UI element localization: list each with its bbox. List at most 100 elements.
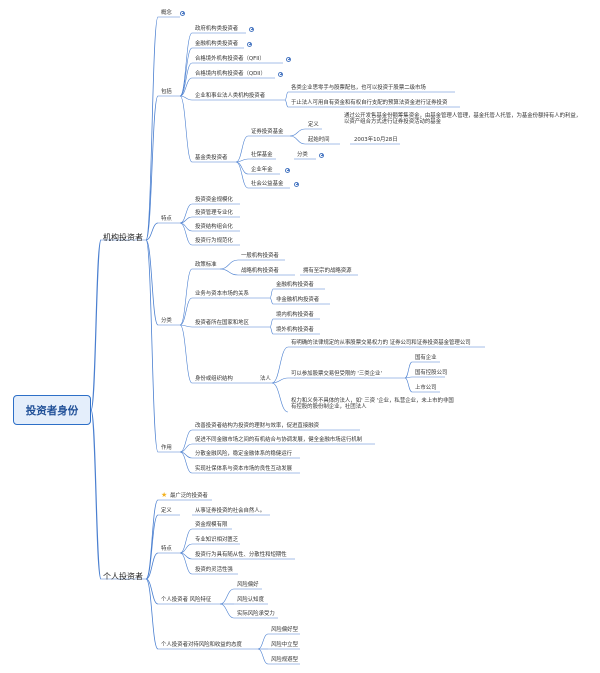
expand-icon[interactable] <box>247 41 252 47</box>
connector <box>257 633 269 650</box>
role-node[interactable]: 作用 <box>161 445 172 451</box>
connector <box>289 135 306 145</box>
connector <box>145 16 159 241</box>
individual-definition-node[interactable]: 定义 <box>161 508 172 514</box>
expand-icon[interactable] <box>278 71 283 77</box>
concept-node[interactable]: 概念 <box>161 10 172 16</box>
connector <box>269 326 274 335</box>
connector <box>219 259 239 270</box>
expand-icon[interactable] <box>285 167 290 173</box>
connector <box>145 239 159 453</box>
connector <box>284 99 289 108</box>
includes-item[interactable]: 金融机构类投资者 <box>195 41 239 47</box>
region-node[interactable]: 投资者所在国家和地区 <box>195 320 249 326</box>
social-security-class: 分类 <box>297 152 308 158</box>
connector <box>179 216 193 224</box>
individual-features-node[interactable]: 特点 <box>161 546 172 552</box>
enterprise-investor-node[interactable]: 企业和事业法人类机构投资者 <box>195 93 266 99</box>
expand-icon[interactable] <box>180 10 185 16</box>
connector <box>179 47 193 97</box>
policy-standard-node[interactable]: 政策标准 <box>195 262 217 268</box>
expand-icon[interactable] <box>319 152 324 158</box>
includes-node[interactable]: 包括 <box>161 89 172 95</box>
attitude-item: 风险偏好型 <box>271 627 298 633</box>
individual-investor-node[interactable]: 个人投资者 <box>103 572 143 581</box>
enterprise-note: 各类企业思零手与股票配包，也可以投资于股票二级市场 <box>291 85 426 91</box>
expand-icon[interactable] <box>286 56 291 62</box>
broadest-investor-node[interactable]: 最广泛的投资者 <box>170 493 208 499</box>
start-time-value: 2003年10月28日 <box>354 137 398 143</box>
expand-icon[interactable] <box>294 181 299 187</box>
attitude-item: 风险中立型 <box>271 642 298 648</box>
includes-item[interactable]: 政府机构类投资者 <box>195 26 239 32</box>
enterprise-annuity-node[interactable]: 企业年金 <box>251 167 273 173</box>
root-node[interactable]: 投资者身份 <box>13 395 91 425</box>
connector <box>269 297 274 305</box>
connector <box>145 95 159 241</box>
securities-fund-node[interactable]: 证券投资基金 <box>251 129 284 135</box>
role-item: 实现社保体系与资本市场的良性互动发展 <box>195 466 293 472</box>
org-structure-node[interactable]: 身份或组织结构 <box>195 376 233 382</box>
connector <box>179 297 193 326</box>
three-enterprises-node[interactable]: 可以参加股票交易但受限的 '三类企业' <box>291 371 382 377</box>
includes-item[interactable]: 合格境内机构投资者（QDII） <box>195 71 266 77</box>
connector <box>145 239 159 326</box>
features-node[interactable]: 特点 <box>161 216 172 222</box>
relation-item: 非金融机构投资者 <box>276 297 320 303</box>
restricted-legal-persons: 权力和义务不具体的法人，如' 三资 '企业，私营企业，未上市的非国有控股的股份制… <box>291 398 454 410</box>
connector <box>179 203 193 224</box>
connector <box>235 161 249 189</box>
connector <box>269 288 274 299</box>
definition-label: 定义 <box>308 122 319 128</box>
expand-icon[interactable] <box>249 26 254 32</box>
feature-item: 投资资金规模化 <box>195 197 233 203</box>
risk-item: 风险偏好 <box>237 582 259 588</box>
connector <box>271 377 289 384</box>
connector <box>257 648 269 665</box>
market-relation-node[interactable]: 业务与资本市场的关系 <box>195 291 249 297</box>
role-item: 促进不同金融市场之间的有机结合与协调发展，健全金融市场运行机制 <box>195 437 363 443</box>
risk-characteristic-node[interactable]: 个人投资者 风险特征 <box>161 597 212 603</box>
individual-feature-item: 专业知识相对匮乏 <box>195 537 239 543</box>
connector <box>145 222 159 241</box>
general-institution-item: 一般机构投资者 <box>241 253 279 259</box>
connector <box>271 346 289 384</box>
individual-feature-item: 资金规模有限 <box>195 522 228 528</box>
connector <box>179 324 193 328</box>
connector <box>145 514 159 580</box>
region-item: 境内机构投资者 <box>276 312 314 318</box>
connector <box>219 588 235 605</box>
connector <box>269 318 274 328</box>
connector <box>179 528 193 554</box>
fund-investor-node[interactable]: 基金类投资者 <box>195 155 228 161</box>
start-time-label: 起始时间 <box>308 137 330 143</box>
classification-node[interactable]: 分类 <box>161 318 172 324</box>
connector <box>179 95 193 163</box>
connector <box>179 543 193 554</box>
connector <box>90 239 102 411</box>
individual-feature-item: 投资的灵活性强 <box>195 567 233 573</box>
connector <box>179 62 193 97</box>
attitude-item: 风险规避型 <box>271 657 298 663</box>
social-welfare-fund-node[interactable]: 社会公益基金 <box>251 181 284 187</box>
three-enterprise-item: 上市公司 <box>415 385 437 391</box>
connector <box>179 451 193 474</box>
legal-person-node[interactable]: 法人 <box>260 376 271 382</box>
risk-attitude-node[interactable]: 个人投资者对待风险和收益的态度 <box>161 642 242 648</box>
connector <box>271 382 289 413</box>
includes-item[interactable]: 合格境外机构投资者（QFII） <box>195 56 265 62</box>
three-enterprise-item: 国有企业 <box>415 355 437 361</box>
feature-item: 投资行为规范化 <box>195 238 233 244</box>
enterprise-note: 于止法人可用自有资金和有权自行支配的预算法资金进行证券投资 <box>291 100 448 106</box>
star-icon: ★ <box>161 491 168 499</box>
social-security-fund-node[interactable]: 社保基金 <box>251 152 273 158</box>
connector <box>145 552 159 580</box>
institutional-investor-node[interactable]: 机构投资者 <box>103 233 143 242</box>
individual-feature-item: 投资行为具有随从性、分散性和短期性 <box>195 552 287 558</box>
connector <box>145 578 159 650</box>
legal-definition: 有明确的法律规定的从事股票交易权力的 证券公司和证券投资基金管理公司 <box>291 340 471 346</box>
connector <box>235 161 249 175</box>
strategic-institution-item: 战略机构投资者 <box>241 268 279 274</box>
